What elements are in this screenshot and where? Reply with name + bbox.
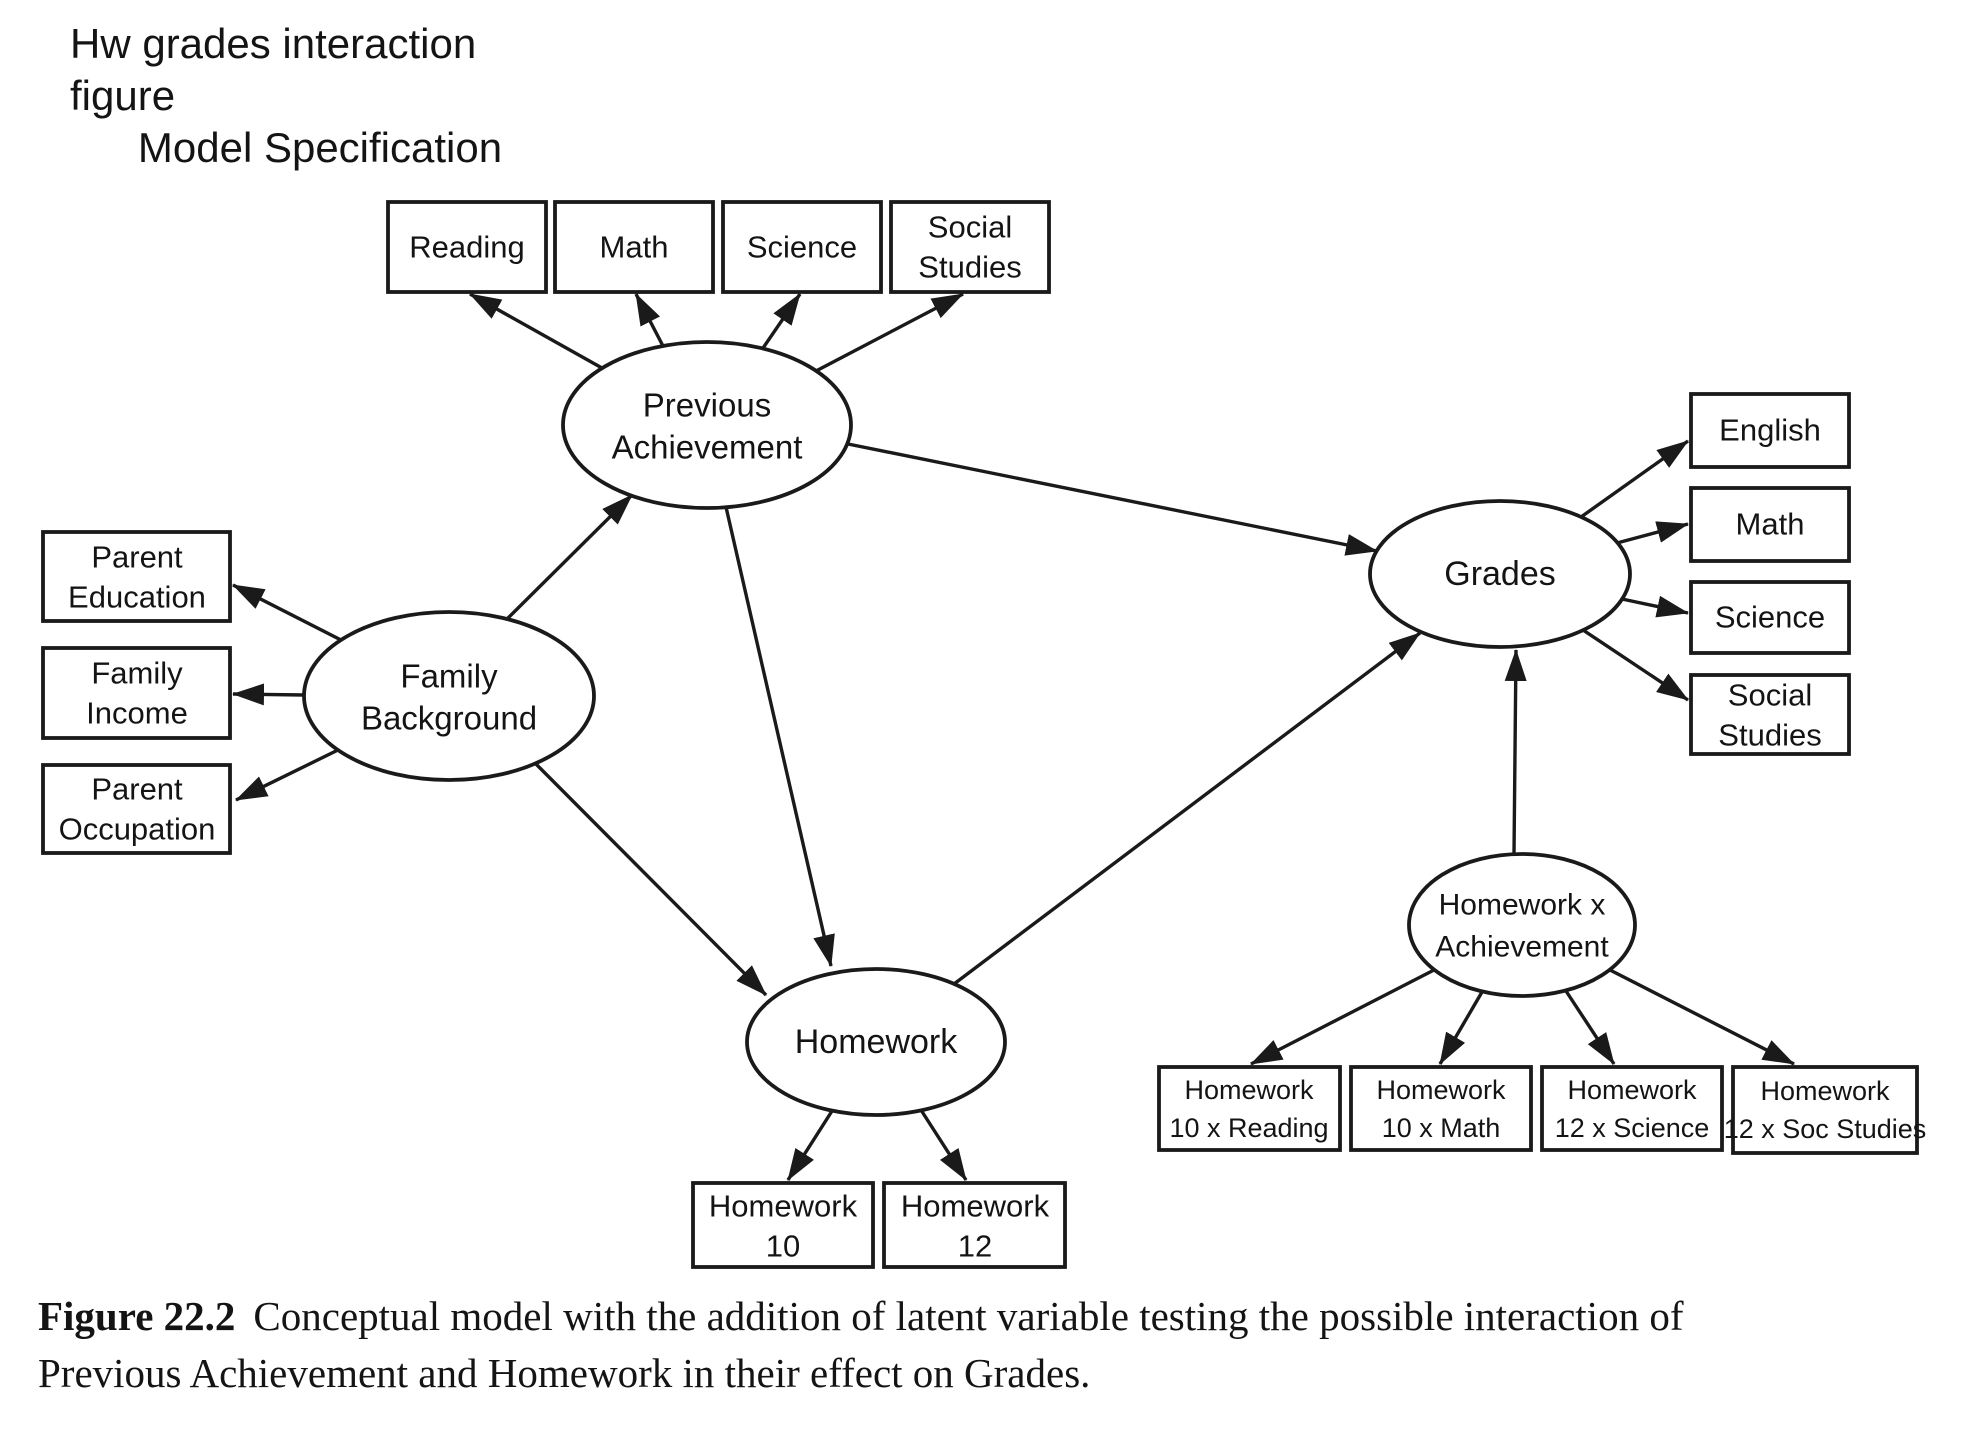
box-social-studies-prev-label-2: Studies xyxy=(918,250,1021,285)
edge-previous-achievement-to-reading xyxy=(469,292,603,370)
box-homework-10-label-2: 10 xyxy=(766,1229,800,1264)
edge-previous-achievement-to-social-studies xyxy=(815,292,964,373)
edge-hxa-to-hw12-soc-studies xyxy=(1609,968,1795,1066)
box-homework-12-label-2: 12 xyxy=(958,1229,992,1264)
latent-homework xyxy=(745,967,1007,1117)
edge-homework-to-grades xyxy=(952,631,1422,986)
edge-homework-to-homework-12 xyxy=(919,1109,968,1181)
box-reading xyxy=(386,200,548,294)
edge-homework-to-homework-10 xyxy=(786,1110,834,1181)
edge-hxa-to-hw12-science xyxy=(1564,990,1616,1065)
edge-grades-to-social-studies xyxy=(1582,628,1689,702)
box-social-studies-prev-label-1: Social xyxy=(928,210,1012,245)
caption-text-1: Conceptual model with the addition of la… xyxy=(253,1293,1684,1339)
box-hw12-soc-studies-label-2: 12 x Soc Studies xyxy=(1724,1114,1927,1144)
latent-homework-x-achievement xyxy=(1407,852,1637,998)
box-parent-education-label-1: Parent xyxy=(91,540,183,575)
box-social-studies-grades xyxy=(1689,673,1851,756)
box-parent-occupation xyxy=(41,763,232,855)
latent-family-background-label-2: Background xyxy=(361,700,537,737)
box-hw12-soc-studies xyxy=(1731,1065,1919,1155)
edge-hxa-to-grades xyxy=(1504,649,1527,855)
box-hw10-reading xyxy=(1157,1065,1342,1152)
box-parent-education xyxy=(41,530,232,623)
title-line1: Hw grades interaction figure xyxy=(70,20,477,119)
box-social-studies-grades-label-1: Social xyxy=(1728,678,1812,713)
box-english-label: English xyxy=(1719,413,1821,448)
box-hw10-math xyxy=(1349,1065,1533,1152)
caption-figure-number: Figure 22.2 xyxy=(38,1293,236,1339)
box-homework-10 xyxy=(691,1181,875,1269)
edge-grades-to-english xyxy=(1580,439,1689,519)
edge-grades-to-science xyxy=(1621,595,1689,618)
box-science-prev-label: Science xyxy=(747,230,857,265)
box-math-grades-label: Math xyxy=(1736,507,1805,542)
box-reading-label: Reading xyxy=(409,230,524,265)
box-science-prev xyxy=(721,200,883,294)
box-parent-occupation-label-2: Occupation xyxy=(59,812,216,847)
caption-text-2: Previous Achievement and Homework in the… xyxy=(38,1350,1091,1396)
edge-family-background-to-parent-education xyxy=(232,583,342,642)
figure-title: Hw grades interaction figure Model Speci… xyxy=(70,18,570,174)
box-hw10-math-label-1: Homework xyxy=(1376,1075,1506,1105)
box-family-income xyxy=(41,646,232,740)
box-family-income-label-2: Income xyxy=(86,696,188,731)
latent-grades xyxy=(1368,499,1632,649)
box-math-grades xyxy=(1689,486,1851,563)
box-family-income-label-1: Family xyxy=(91,656,183,691)
caption-line1: Figure 22.2 Conceptual model with the add… xyxy=(38,1288,1938,1345)
box-social-studies-grades-label-2: Studies xyxy=(1718,718,1821,753)
edge-family-background-to-previous-achievement xyxy=(505,493,634,621)
edge-family-background-to-parent-occupation xyxy=(235,748,339,802)
latent-hxa-label-2: Achievement xyxy=(1435,931,1609,964)
box-hw12-science-label-2: 12 x Science xyxy=(1555,1113,1710,1143)
latent-previous-achievement xyxy=(561,340,853,510)
edge-family-background-to-family-income xyxy=(232,683,305,706)
edge-previous-achievement-to-science xyxy=(761,293,802,349)
box-homework-10-label-1: Homework xyxy=(709,1189,858,1224)
box-hw12-soc-studies-label-1: Homework xyxy=(1760,1076,1890,1106)
edge-family-background-to-homework xyxy=(533,761,768,997)
edge-previous-achievement-to-grades xyxy=(847,442,1378,556)
box-hw10-math-label-2: 10 x Math xyxy=(1382,1113,1501,1143)
box-math-prev-label: Math xyxy=(600,230,669,265)
box-parent-education-label-2: Education xyxy=(68,580,206,615)
edge-hxa-to-hw10-math xyxy=(1438,991,1484,1065)
box-parent-occupation-label-1: Parent xyxy=(91,772,183,807)
latent-grades-label: Grades xyxy=(1444,555,1556,593)
edge-previous-achievement-to-math xyxy=(634,293,665,347)
box-science-grades xyxy=(1689,580,1851,655)
box-hw12-science xyxy=(1540,1065,1724,1152)
box-hw10-reading-label-2: 10 x Reading xyxy=(1169,1113,1328,1143)
box-social-studies-prev xyxy=(889,200,1051,294)
box-math-prev xyxy=(553,200,715,294)
latent-family-background-label-1: Family xyxy=(400,658,498,695)
box-homework-12 xyxy=(882,1181,1067,1269)
title-line2: Model Specification xyxy=(137,124,503,171)
latent-hxa-label-1: Homework x xyxy=(1439,889,1606,922)
edge-hxa-to-hw10-reading xyxy=(1250,968,1435,1066)
latent-previous-achievement-label-1: Previous xyxy=(643,387,771,424)
box-english xyxy=(1689,392,1851,469)
latent-family-background xyxy=(302,610,596,782)
box-hw10-reading-label-1: Homework xyxy=(1184,1075,1314,1105)
edge-previous-achievement-to-homework xyxy=(724,506,835,967)
edge-grades-to-math xyxy=(1616,521,1689,545)
box-homework-12-label-1: Homework xyxy=(901,1189,1050,1224)
latent-previous-achievement-label-2: Achievement xyxy=(612,429,803,466)
box-hw12-science-label-1: Homework xyxy=(1567,1075,1697,1105)
figure-caption: Figure 22.2 Conceptual model with the add… xyxy=(38,1288,1938,1402)
latent-homework-label: Homework xyxy=(795,1023,958,1061)
box-science-grades-label: Science xyxy=(1715,600,1825,635)
